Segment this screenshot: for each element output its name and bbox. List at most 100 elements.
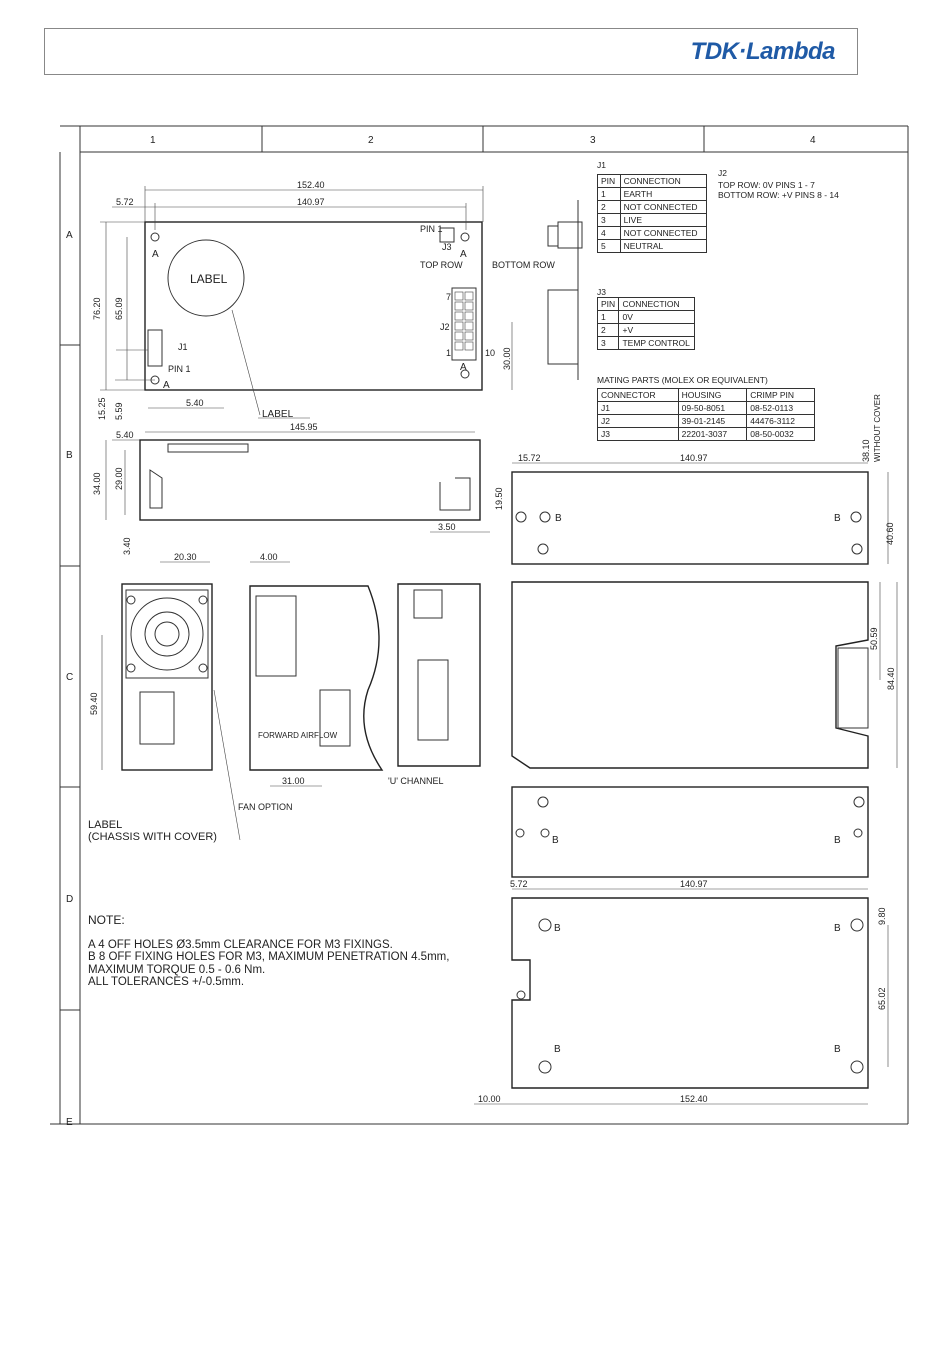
cell-connection: NOT CONNECTED xyxy=(619,226,708,240)
cell-pin: 1 xyxy=(596,310,620,324)
dim-bottom-edge: 15.25 xyxy=(97,397,107,420)
notes-title: NOTE: xyxy=(88,913,125,927)
page-header: TDK·Lambda xyxy=(44,28,858,75)
dim-fan-width: 20.30 xyxy=(174,552,197,562)
dim-side-right: 3.50 xyxy=(438,522,456,532)
note-line-4: ALL TOLERANCES +/-0.5mm. xyxy=(88,976,245,988)
j1-pin-table: PIN CONNECTION 1 EARTH 2 NOT CONNECTED 3… xyxy=(597,174,708,253)
table-row: CONNECTOR HOUSING CRIMP PIN xyxy=(597,388,815,402)
table-row: J2 39-01-2145 44476-3112 xyxy=(597,414,815,428)
row-a-label: A xyxy=(66,230,73,241)
col-2-label: 2 xyxy=(368,135,374,146)
dim-height-overall: 76.20 xyxy=(92,297,102,320)
cell-connection: NEUTRAL xyxy=(619,239,708,253)
hole-b-c1: B xyxy=(552,835,559,846)
dim-u-width: 140.97 xyxy=(680,453,708,463)
j2-info-title: J2 xyxy=(718,168,727,178)
header-connection: CONNECTION xyxy=(619,174,708,188)
dim-hole-pitch: 140.97 xyxy=(297,197,325,207)
dim-side-offset: 5.40 xyxy=(116,430,134,440)
dim-bottom-base-left: 10.00 xyxy=(478,1094,501,1104)
dim-u-height: 40.60 xyxy=(885,522,895,545)
dim-bottom-base-width: 152.40 xyxy=(680,1094,708,1104)
row-e-label: E xyxy=(66,1117,73,1128)
pin-7-label: 7 xyxy=(446,292,451,302)
connector-side-sketch xyxy=(547,200,583,380)
dim-u-hole-height: 19.50 xyxy=(494,487,504,510)
j2-info-line1: TOP ROW: 0V PINS 1 - 7 xyxy=(718,180,815,190)
notes-block: NOTE: A 4 OFF HOLES Ø3.5mm CLEARANCE FOR… xyxy=(88,914,449,989)
side-view: LABEL 145.95 5.40 34.00 29.00 3.40 3.50 xyxy=(92,409,490,555)
hole-b-d4: B xyxy=(834,1044,841,1055)
cell-connection: NOT CONNECTED xyxy=(619,200,708,214)
dim-j2-height: 30.00 xyxy=(502,347,512,370)
tdk-lambda-logo: TDK·Lambda xyxy=(690,38,836,65)
note-line-2: B 8 OFF FIXING HOLES FOR M3, MAXIMUM PEN… xyxy=(88,951,450,963)
dim-bottom-offset: 5.59 xyxy=(114,402,124,420)
cell-connection: TEMP CONTROL xyxy=(618,336,695,350)
hole-b-d2: B xyxy=(834,923,841,934)
dim-left-offset: 5.72 xyxy=(116,197,134,207)
table-row: 3 LIVE xyxy=(597,213,708,227)
cell-crimp-pin: 08-50-0032 xyxy=(746,427,815,441)
header-connection: CONNECTION xyxy=(618,297,695,311)
hole-a-tl: A xyxy=(152,249,159,260)
drawing-frame: 1 2 3 4 A B C D E xyxy=(50,125,909,1128)
col-1-label: 1 xyxy=(150,135,156,146)
label-circle: LABEL xyxy=(190,272,228,286)
table-row: J3 22201-3037 08-50-0032 xyxy=(597,427,815,441)
hole-b-c2: B xyxy=(834,835,841,846)
cell-pin: 2 xyxy=(597,200,621,214)
cell-connection: +V xyxy=(618,323,695,337)
header-pin: PIN xyxy=(597,174,621,188)
header-pin: PIN xyxy=(596,297,620,311)
hole-b-u2: B xyxy=(834,513,841,524)
dim-overall-width: 152.40 xyxy=(297,180,325,190)
dim-side-width: 145.95 xyxy=(290,422,318,432)
forward-airflow-label: FORWARD AIRFLOW xyxy=(258,731,338,740)
cell-connection: LIVE xyxy=(619,213,708,227)
cell-pin: 2 xyxy=(596,323,620,337)
hole-b-u1: B xyxy=(555,513,562,524)
table-row: 4 NOT CONNECTED xyxy=(597,226,708,240)
table-row: 2 +V xyxy=(596,323,695,337)
hole-a-tr: A xyxy=(460,249,467,260)
dim-end-h1: 50.59 xyxy=(869,627,879,650)
cell-pin: 4 xyxy=(597,226,621,240)
bottom-row-label: BOTTOM ROW xyxy=(492,260,555,270)
mating-parts-table: CONNECTOR HOUSING CRIMP PIN J1 09-50-805… xyxy=(597,388,815,441)
note-line-1: A 4 OFF HOLES Ø3.5mm CLEARANCE FOR M3 FI… xyxy=(88,938,393,951)
header-connector: CONNECTOR xyxy=(597,388,679,402)
dim-end-h2: 84.40 xyxy=(886,667,896,690)
col-4-label: 4 xyxy=(810,135,816,146)
table-row: 2 NOT CONNECTED xyxy=(597,200,708,214)
j3-table-title: J3 xyxy=(597,287,606,297)
dim-fan-height: 59.40 xyxy=(89,692,99,715)
dim-fan-depth: 4.00 xyxy=(260,552,278,562)
cell-connection: EARTH xyxy=(619,187,708,201)
u-channel-views: 140.97 15.72 B B 19.50 40.60 38.10 WITHO… xyxy=(474,394,898,1105)
top-row-label: TOP ROW xyxy=(420,260,463,270)
j2-info-line2: BOTTOM ROW: +V PINS 8 - 14 xyxy=(718,190,839,200)
dim-side-inner: 29.00 xyxy=(114,467,124,490)
dim-u-left: 15.72 xyxy=(518,453,541,463)
j1-label: J1 xyxy=(178,342,188,352)
fan-option-views: 20.30 59.40 4.00 FORWARD AIRFLOW 31.00 F… xyxy=(89,552,481,841)
table-row: J1 09-50-8051 08-52-0113 xyxy=(597,401,815,415)
cell-crimp-pin: 08-52-0113 xyxy=(746,401,815,415)
cell-housing: 39-01-2145 xyxy=(677,414,748,428)
pin1-label: PIN 1 xyxy=(420,224,443,234)
table-row: PIN CONNECTION xyxy=(596,297,695,311)
dim-bottom-width: 140.97 xyxy=(680,879,708,889)
j1-pin1-label: PIN 1 xyxy=(168,364,191,374)
dim-side-height: 34.00 xyxy=(92,472,102,495)
cell-connection: 0V xyxy=(618,310,695,324)
row-d-label: D xyxy=(66,894,73,905)
cell-crimp-pin: 44476-3112 xyxy=(746,414,815,428)
cell-connector: J1 xyxy=(597,401,679,415)
dim-j1-offset: 5.40 xyxy=(186,398,204,408)
dim-bottom-pitch: 65.02 xyxy=(877,987,887,1010)
hole-b-d1: B xyxy=(554,923,561,934)
table-row: 1 EARTH xyxy=(597,187,708,201)
